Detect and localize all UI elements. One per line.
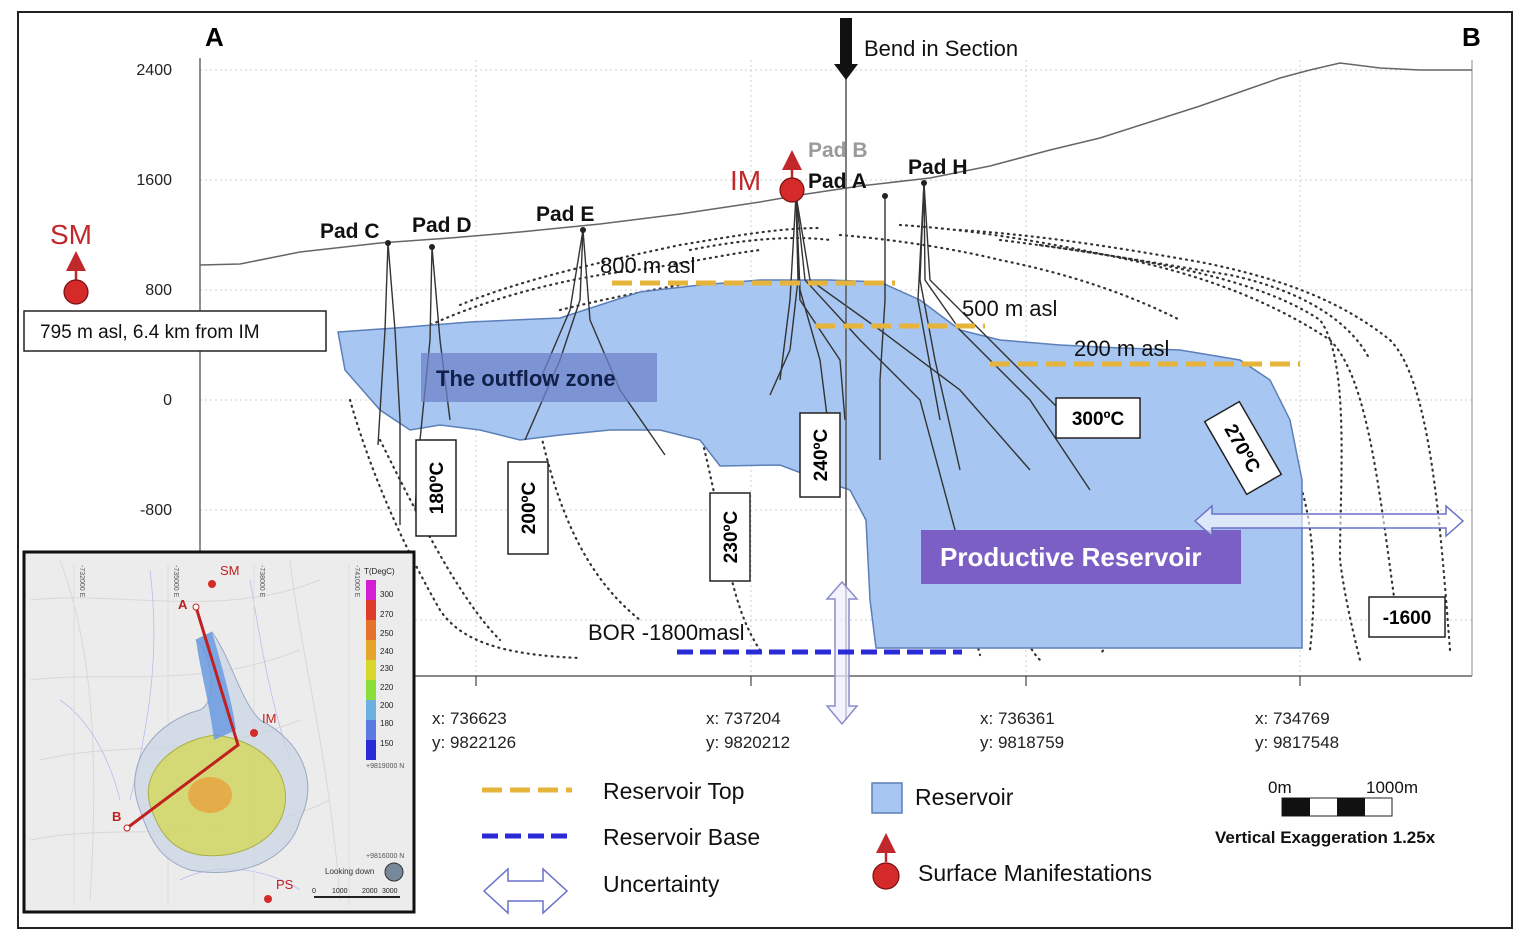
inset-scale-2000: 2000 — [362, 888, 378, 895]
corner-label-a: A — [205, 22, 224, 52]
inset-scale-1000: 1000 — [332, 888, 348, 895]
inset-cb-tick-240: 240 — [380, 647, 394, 656]
legend-reservoir-base: Reservoir Base — [603, 824, 760, 850]
inset-cb-tick-250: 250 — [380, 629, 394, 638]
inset-sm-label: SM — [220, 563, 240, 578]
legend: Reservoir Top Reservoir Base Uncertainty… — [482, 778, 1152, 915]
inset-grid-label-3: -741000 E — [353, 565, 360, 598]
inset-colorbar-title: T(DegC) — [364, 567, 395, 576]
isotherm-180-label: 180ºC — [427, 462, 448, 515]
inset-cb-tick-300: 300 — [380, 590, 394, 599]
inset-cb-tick-200: 200 — [380, 701, 394, 710]
top-level-200: 200 m asl — [1074, 336, 1169, 361]
pad-h-label: Pad H — [908, 156, 968, 179]
y-tick-800: 800 — [145, 282, 172, 299]
uncertainty-horizontal-icon — [1193, 504, 1465, 538]
inset-b-label: B — [112, 809, 121, 824]
inset-cb-tick-230: 230 — [380, 664, 394, 673]
coord-4-y: y: 9817548 — [1255, 733, 1339, 752]
inset-grid-label-0: -732000 E — [78, 565, 85, 598]
legend-reservoir: Reservoir — [915, 784, 1014, 810]
y-tick-0: 0 — [163, 392, 172, 409]
coord-3-x: x: 736361 — [980, 709, 1055, 728]
sm-label: SM — [50, 219, 92, 250]
inset-scale-3000: 3000 — [382, 888, 398, 895]
inset-grid-label-4: +9819000 N — [366, 763, 404, 770]
pad-b-label: Pad B — [808, 139, 868, 162]
topography-line — [199, 62, 1472, 266]
pad-c-label: Pad C — [320, 220, 380, 243]
inset-map: SM A IM B PS -732000 E -735000 E -738000… — [22, 550, 416, 914]
inset-ps-label: PS — [276, 877, 294, 892]
bend-label: Bend in Section — [864, 36, 1018, 61]
scale-note: Vertical Exaggeration 1.25x — [1215, 828, 1436, 847]
pad-e-label: Pad E — [536, 203, 594, 226]
inset-grid-label-2: -738000 E — [258, 565, 265, 598]
inset-a-label: A — [178, 597, 188, 612]
productive-zone-label: Productive Reservoir — [940, 542, 1202, 572]
isotherm-230-label: 230ºC — [721, 511, 742, 564]
inset-grid-label-1: -735000 E — [172, 565, 179, 598]
im-label: IM — [730, 165, 761, 196]
legend-reservoir-swatch — [871, 782, 903, 814]
isotherm-300-label: 300ºC — [1072, 409, 1125, 430]
isotherm-240-label: 240ºC — [811, 429, 832, 482]
y-tick-minus-800: -800 — [140, 502, 172, 519]
corner-label-b: B — [1462, 22, 1481, 52]
inset-grid-label-5: +9816000 N — [366, 853, 404, 860]
sm-note: 795 m asl, 6.4 km from IM — [40, 322, 260, 343]
legend-uncertainty: Uncertainty — [603, 871, 720, 897]
outflow-zone-label: The outflow zone — [436, 366, 616, 391]
coord-2-y: y: 9820212 — [706, 733, 790, 752]
isotherm-200-label: 200ºC — [519, 482, 540, 535]
y-tick-1600: 1600 — [136, 172, 172, 189]
productive-zone-box — [921, 530, 1241, 584]
inset-colorbar — [366, 580, 376, 760]
inset-globe-icon — [384, 862, 404, 882]
legend-surface-manifestations: Surface Manifestations — [918, 860, 1152, 886]
inset-looking-label: Looking down — [325, 867, 374, 876]
bor-label: BOR -1800masl — [588, 620, 745, 645]
inset-cb-tick-180: 180 — [380, 719, 394, 728]
isotherm-labels: 180ºC 200ºC 230ºC 240ºC 300ºC 270ºC — [415, 397, 1283, 582]
inset-cb-tick-270: 270 — [380, 610, 394, 619]
top-level-800: 800 m asl — [600, 253, 695, 278]
outflow-zone-box — [421, 353, 657, 402]
depth-box — [1368, 596, 1446, 638]
legend-manifestation-icon — [872, 862, 900, 890]
y-tick-2400: 2400 — [136, 62, 172, 79]
coord-1-x: x: 736623 — [432, 709, 507, 728]
coord-3-y: y: 9818759 — [980, 733, 1064, 752]
coord-4-x: x: 734769 — [1255, 709, 1330, 728]
im-marker-icon — [779, 177, 805, 203]
top-level-500: 500 m asl — [962, 296, 1057, 321]
inset-scale-0: 0 — [312, 888, 316, 895]
inset-cb-tick-150: 150 — [380, 739, 394, 748]
coord-2-x: x: 737204 — [706, 709, 781, 728]
sm-note-box — [23, 310, 327, 352]
bend-arrow-icon — [834, 18, 858, 80]
reservoir-top-lines — [612, 280, 1300, 367]
figure-frame — [17, 11, 1513, 929]
scale-bar: 0m 1000m Vertical Exaggeration 1.25x — [1215, 778, 1436, 847]
legend-reservoir-top: Reservoir Top — [603, 778, 744, 804]
pad-a-label: Pad A — [808, 170, 867, 193]
inset-cb-tick-220: 220 — [380, 683, 394, 692]
pad-d-label: Pad D — [412, 214, 472, 237]
scale-start: 0m — [1268, 778, 1292, 797]
coord-1-y: y: 9822126 — [432, 733, 516, 752]
inset-im-label: IM — [262, 711, 276, 726]
legend-uncertainty-icon — [482, 867, 569, 915]
depth-box-label: -1600 — [1383, 608, 1432, 629]
sm-marker-icon — [63, 279, 89, 305]
scale-end: 1000m — [1366, 778, 1418, 797]
